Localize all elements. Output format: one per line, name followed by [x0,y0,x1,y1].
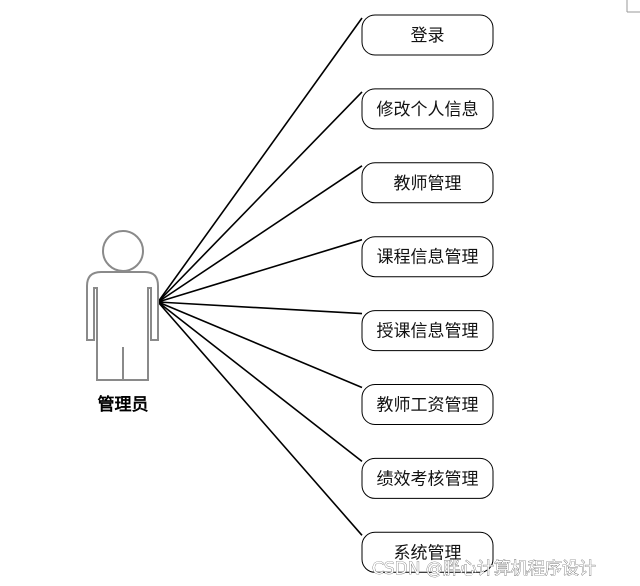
association-line [157,301,363,463]
association-line [157,301,363,389]
actor-label: 管理员 [98,394,149,415]
use-case-label: 教师工资管理 [377,396,479,416]
use-case-box [361,531,494,573]
watermark-text: CSDN @胖心计算机程序设计 [372,559,596,579]
use-case: 绩效考核管理 [361,457,494,499]
association-lines [157,17,363,536]
association-line [157,301,363,536]
association-line [157,238,363,303]
use-case-label: 修改个人信息 [377,100,479,120]
use-case-label: 系统管理 [394,543,462,563]
use-case-box [361,162,494,204]
use-case-box [361,384,494,425]
page-corner-mark [626,0,640,13]
use-case-box [361,236,494,278]
use-case: 课程信息管理 [361,236,494,278]
use-case-label: 绩效考核管理 [377,469,479,489]
use-case: 授课信息管理 [361,310,494,352]
use-case: 登录 [361,14,494,56]
association-line [157,165,363,303]
actor-head [102,230,144,272]
association-line [157,91,363,303]
association-line [157,17,363,303]
use-case: 修改个人信息 [361,88,494,130]
association-line [157,301,363,315]
use-case-label: 课程信息管理 [377,248,479,268]
use-case: 教师工资管理 [361,384,494,425]
use-case-label: 登录 [411,26,445,46]
use-case-label: 教师管理 [394,174,462,194]
use-case-box [361,14,494,56]
use-case: 教师管理 [361,162,494,204]
use-case-box [361,88,494,130]
actor-body [86,271,159,381]
use-case-label: 授课信息管理 [377,322,479,342]
use-case-box [361,457,494,499]
use-case: 系统管理 [361,531,494,573]
use-case-box [361,310,494,352]
actor-figure [86,230,159,381]
